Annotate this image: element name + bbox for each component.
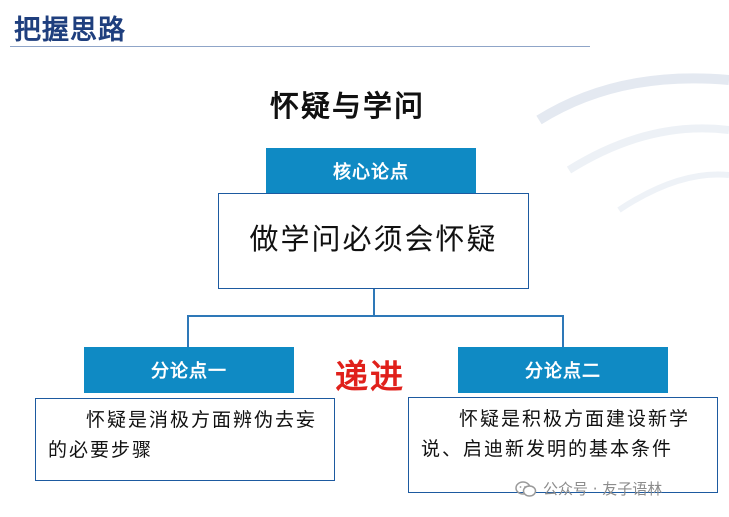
watermark-text: 公众号 · 友子语林 — [543, 480, 663, 498]
core-argument-text: 做学问必须会怀疑 — [249, 222, 498, 256]
connector-right — [562, 315, 564, 347]
diagram-title: 怀疑与学问 — [270, 89, 426, 123]
header-divider — [10, 46, 590, 47]
sub-point-1-label: 分论点一 — [84, 347, 294, 393]
background-decoration — [536, 73, 729, 213]
relation-label: 递进 — [335, 357, 405, 396]
sub-point-1-text: 怀疑是消极方面辨伪去妄的必要步骤 — [48, 409, 318, 461]
sub-point-2-label: 分论点二 — [458, 347, 668, 393]
core-argument-label: 核心论点 — [266, 148, 476, 193]
sub-point-2-text: 怀疑是积极方面建设新学说、启迪新发明的基本条件 — [421, 408, 691, 460]
watermark: 公众号 · 友子语林 — [515, 478, 662, 499]
section-title: 把握思路 — [14, 15, 126, 46]
wechat-icon — [515, 480, 537, 497]
connector-trunk — [373, 289, 375, 316]
sub-point-1-box: 怀疑是消极方面辨伪去妄的必要步骤 — [35, 398, 335, 481]
connector-left — [187, 315, 189, 347]
core-argument-box: 做学问必须会怀疑 — [218, 193, 529, 289]
sub-point-2-box: 怀疑是积极方面建设新学说、启迪新发明的基本条件 — [408, 397, 718, 493]
connector-branch — [187, 315, 564, 317]
